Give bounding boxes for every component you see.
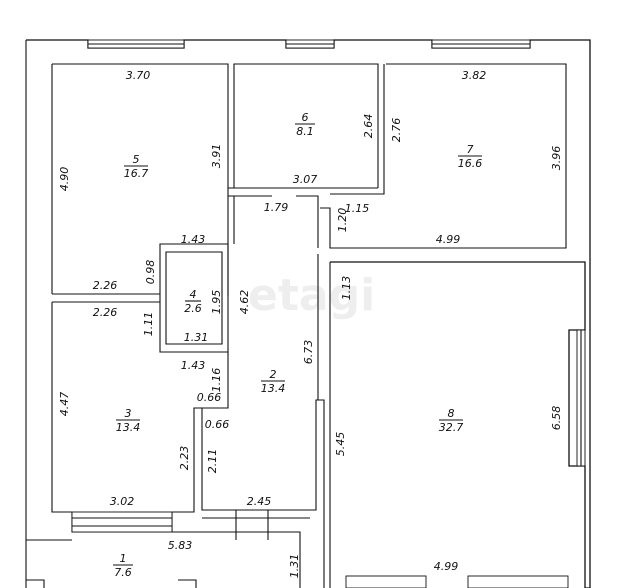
dim-r7-left: 2.76 bbox=[390, 118, 403, 143]
dim-r7-step-h: 1.20 bbox=[336, 208, 349, 233]
walls bbox=[25, 39, 591, 588]
dim-r2-step-w2: 0.66 bbox=[205, 418, 230, 431]
room-8-area: 32.7 bbox=[439, 421, 464, 434]
dimension-labels: 3.70 4.90 3.91 2.26 2.64 3.07 3.82 2.76 … bbox=[58, 69, 563, 578]
dim-r8-left: 5.45 bbox=[334, 432, 347, 457]
room-5-area: 16.7 bbox=[124, 167, 149, 180]
dim-r1-right: 1.31 bbox=[288, 554, 301, 579]
dim-r6-right: 2.64 bbox=[362, 114, 375, 139]
dim-r4-left: 0.98 bbox=[144, 260, 157, 285]
dim-r5-left: 4.90 bbox=[58, 167, 71, 192]
dim-r1-top: 5.83 bbox=[168, 539, 193, 552]
room-7-number: 7 bbox=[467, 143, 474, 156]
dim-r6-bottom: 3.07 bbox=[293, 173, 318, 186]
dim-r5-bottom: 2.26 bbox=[93, 279, 118, 292]
room-4-number: 4 bbox=[190, 288, 197, 301]
dim-r8-bottom: 4.99 bbox=[434, 560, 459, 573]
dim-r2-step-w1: 0.66 bbox=[197, 391, 222, 404]
room-4-area: 2.6 bbox=[184, 302, 202, 315]
dim-r7-step-w: 1.15 bbox=[345, 202, 370, 215]
dim-r3-left: 4.47 bbox=[58, 392, 71, 417]
dim-r3-right: 2.23 bbox=[178, 446, 191, 471]
dim-r3-top: 2.26 bbox=[93, 306, 118, 319]
room-2-number: 2 bbox=[270, 368, 277, 381]
dim-r8-right: 6.58 bbox=[550, 406, 563, 431]
dim-r4-bottom: 1.31 bbox=[184, 331, 209, 344]
room-3-number: 3 bbox=[125, 407, 132, 420]
dim-r8-left-top: 1.13 bbox=[340, 276, 353, 301]
room-7-area: 16.6 bbox=[458, 157, 483, 170]
dim-hall-top: 1.79 bbox=[264, 201, 289, 214]
room-6-area: 8.1 bbox=[296, 125, 314, 138]
room-8-number: 8 bbox=[448, 407, 455, 420]
room-6-number: 6 bbox=[302, 111, 309, 124]
room-1-area: 7.6 bbox=[114, 566, 132, 579]
dim-r3-bottom: 3.02 bbox=[110, 495, 135, 508]
dim-r3-step-h: 1.11 bbox=[142, 312, 155, 337]
room-2-area: 13.4 bbox=[261, 382, 286, 395]
dim-hall-len: 4.62 bbox=[238, 290, 251, 315]
dim-r5-right: 3.91 bbox=[210, 144, 223, 169]
dim-r2-bottom: 2.45 bbox=[247, 495, 272, 508]
dim-r7-right: 3.96 bbox=[550, 146, 563, 171]
room-3-area: 13.4 bbox=[116, 421, 141, 434]
windows bbox=[71, 39, 586, 588]
dim-r3-step-w: 1.43 bbox=[181, 359, 206, 372]
dim-r4-right: 1.95 bbox=[210, 290, 223, 315]
room-labels: 5 16.7 6 8.1 7 16.6 4 2.6 2 13.4 3 13.4 … bbox=[113, 111, 482, 579]
watermark: etagi bbox=[248, 270, 375, 321]
dim-r7-bottom: 4.99 bbox=[436, 233, 461, 246]
dim-r2-step-h: 1.16 bbox=[210, 368, 223, 393]
dim-r5-top: 3.70 bbox=[126, 69, 151, 82]
dim-hall-right: 6.73 bbox=[302, 340, 315, 365]
room-5-number: 5 bbox=[133, 153, 140, 166]
dim-r7-top: 3.82 bbox=[462, 69, 487, 82]
dim-r4-top: 1.43 bbox=[181, 233, 206, 246]
dim-r2-left: 2.11 bbox=[206, 449, 219, 474]
room-1-number: 1 bbox=[120, 552, 127, 565]
